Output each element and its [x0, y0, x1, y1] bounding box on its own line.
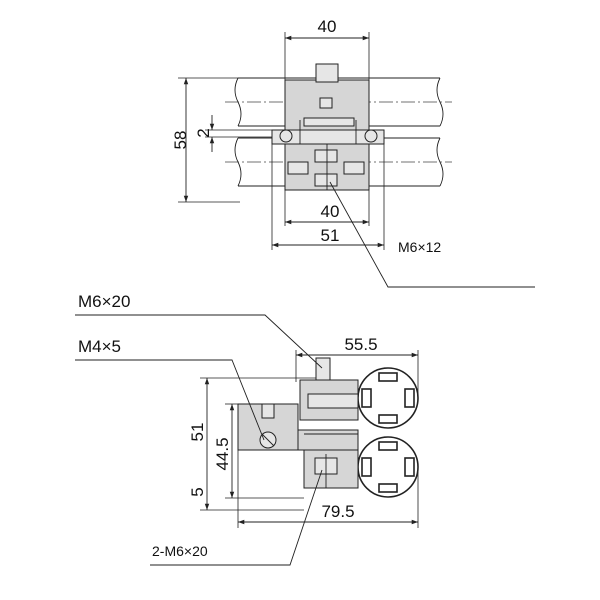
dim-label-top-width: 40 [318, 17, 337, 36]
dim-label-total-height: 58 [171, 131, 190, 150]
dim-label-pitch: 55.5 [344, 335, 377, 354]
callout-m6x20: M6×20 [75, 292, 323, 369]
dim-overall-width: 51 [271, 144, 385, 250]
callout-m6x12: M6×12 [329, 181, 535, 288]
dim-pitch: 55.5 [295, 335, 419, 398]
dim-bottom-width: 40 [284, 190, 370, 226]
clamp-lower-block [284, 143, 370, 191]
dim-label-side-height: 51 [188, 423, 207, 442]
dim-label-overall-width: 51 [321, 226, 340, 245]
callout-label-m6x20: M6×20 [78, 292, 130, 311]
clamp-side-body [237, 357, 359, 489]
dim-label-gap: 2 [194, 128, 213, 137]
clamp-upper-block [271, 63, 385, 145]
side-view: M6×20 M4×5 55.5 51 44.5 [75, 292, 419, 566]
pipe-section-upper [357, 367, 419, 429]
dim-top-width: 40 [284, 17, 370, 80]
dim-side-height: 51 [188, 377, 316, 511]
callout-label-m4x5: M4×5 [78, 337, 121, 356]
dim-side-width: 79.5 [237, 450, 419, 528]
callout-label-2-m6x20: 2-M6×20 [152, 543, 208, 559]
callout-label-m6x12: M6×12 [398, 239, 441, 255]
pipe-section-lower [357, 436, 419, 498]
dim-side-offset: 5 [188, 487, 207, 496]
dim-gap: 2 [194, 115, 272, 152]
callout-2-m6x20: 2-M6×20 [150, 469, 323, 566]
dim-label-side-inner: 44.5 [213, 437, 232, 470]
callout-m4x5: M4×5 [75, 337, 265, 441]
dim-total-height: 58 [171, 77, 240, 203]
dim-label-bottom-width: 40 [321, 202, 340, 221]
top-view: 40 58 2 40 51 [171, 17, 535, 288]
dim-label-side-offset: 5 [188, 487, 207, 496]
dim-label-side-width: 79.5 [321, 502, 354, 521]
